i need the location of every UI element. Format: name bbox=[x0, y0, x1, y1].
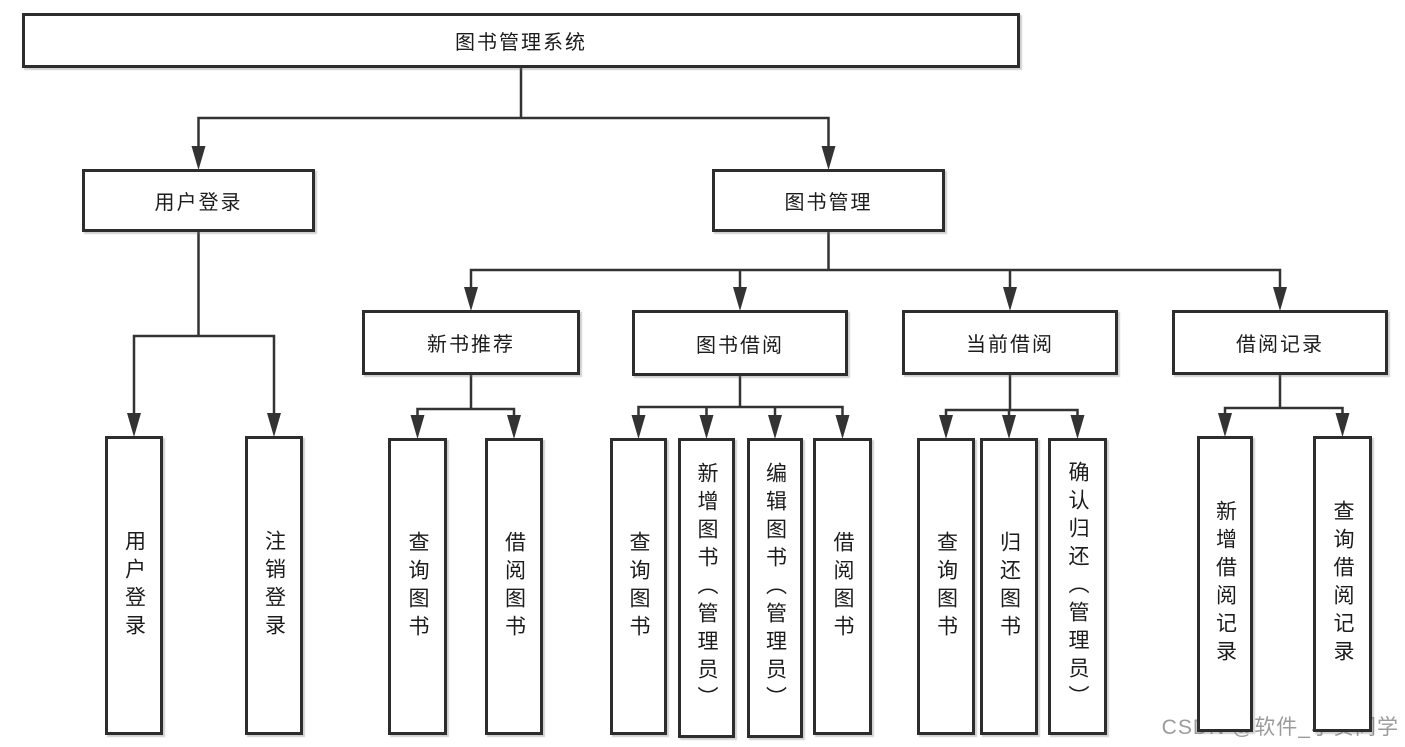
node-book-borrowing: 图书借阅 bbox=[632, 310, 848, 376]
node-user-login-leaf: 用户登录 bbox=[105, 436, 163, 735]
node-user-login: 用户登录 bbox=[82, 169, 315, 232]
node-edit-book-admin: 编辑图书（管理员） bbox=[747, 438, 803, 738]
node-label: 注销登录 bbox=[262, 529, 286, 642]
node-label: 查询图书 bbox=[934, 530, 958, 643]
arrowhead-icon bbox=[267, 413, 281, 437]
node-query-book-1: 查询图书 bbox=[388, 438, 447, 735]
node-label: 借阅图书 bbox=[502, 530, 526, 643]
arrowhead-icon bbox=[1002, 415, 1016, 439]
node-borrow-book-2: 借阅图书 bbox=[813, 438, 872, 735]
arrowhead-icon bbox=[835, 415, 850, 439]
arrowhead-icon bbox=[1003, 287, 1017, 311]
node-label: 图书管理系统 bbox=[455, 32, 587, 54]
node-label: 归还图书 bbox=[997, 530, 1021, 643]
arrowhead-icon bbox=[1273, 287, 1287, 311]
connector-lines bbox=[132, 66, 1344, 421]
node-new-book-recommend: 新书推荐 bbox=[362, 310, 580, 375]
node-library-system: 图书管理系统 bbox=[22, 13, 1020, 68]
arrowhead-icon bbox=[939, 415, 953, 439]
node-borrow-book-1: 借阅图书 bbox=[485, 438, 543, 735]
node-current-borrowing: 当前借阅 bbox=[902, 310, 1118, 375]
arrowhead-icon bbox=[821, 146, 836, 170]
node-label: 查询借阅记录 bbox=[1331, 500, 1354, 668]
arrowhead-icon bbox=[507, 415, 521, 439]
node-label: 当前借阅 bbox=[966, 334, 1054, 356]
node-label: 新增图书（管理员） bbox=[695, 462, 718, 714]
node-logout: 注销登录 bbox=[245, 436, 303, 735]
arrowhead-icon bbox=[127, 413, 141, 437]
node-add-borrow-record: 新增借阅记录 bbox=[1197, 436, 1253, 732]
node-label: 查询图书 bbox=[406, 530, 429, 643]
node-add-book-admin: 新增图书（管理员） bbox=[678, 438, 735, 738]
node-label: 借阅记录 bbox=[1236, 334, 1324, 356]
node-label: 图书借阅 bbox=[696, 334, 784, 357]
node-query-book-2: 查询图书 bbox=[610, 438, 667, 735]
node-label: 新书推荐 bbox=[427, 334, 515, 356]
node-query-book-3: 查询图书 bbox=[917, 438, 975, 735]
arrowhead-icon bbox=[699, 415, 714, 439]
node-return-book: 归还图书 bbox=[980, 438, 1038, 735]
node-confirm-return-admin: 确认归还（管理员） bbox=[1048, 438, 1107, 735]
arrowhead-icon bbox=[1218, 413, 1232, 437]
node-label: 用户登录 bbox=[122, 529, 146, 642]
node-label: 编辑图书（管理员） bbox=[763, 462, 787, 714]
node-label: 确认归还（管理员） bbox=[1066, 460, 1089, 713]
node-borrow-records: 借阅记录 bbox=[1172, 310, 1388, 375]
arrowhead-icon bbox=[768, 415, 782, 439]
node-query-borrow-record: 查询借阅记录 bbox=[1313, 436, 1372, 732]
arrowhead-icon bbox=[631, 415, 646, 439]
arrowhead-icon bbox=[191, 146, 206, 170]
arrowhead-icon bbox=[410, 415, 425, 439]
node-label: 借阅图书 bbox=[831, 530, 854, 643]
node-label: 用户登录 bbox=[154, 192, 243, 214]
node-book-management: 图书管理 bbox=[712, 169, 945, 232]
arrowhead-icon bbox=[464, 287, 478, 311]
arrowhead-icon bbox=[1335, 413, 1350, 437]
arrowhead-icon bbox=[733, 287, 747, 311]
arrowhead-icon bbox=[1070, 415, 1085, 439]
node-label: 图书管理 bbox=[784, 192, 873, 214]
node-label: 查询图书 bbox=[627, 530, 650, 643]
node-label: 新增借阅记录 bbox=[1213, 500, 1237, 668]
